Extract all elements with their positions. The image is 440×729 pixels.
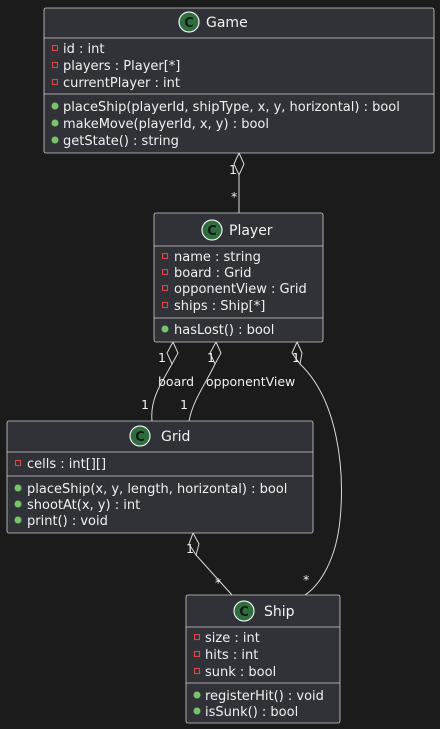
public-marker-icon — [161, 325, 169, 333]
stereotype-letter: C — [135, 430, 145, 445]
public-marker-icon — [51, 136, 59, 144]
method: registerHit() : void — [205, 689, 324, 704]
attribute: opponentView : Grid — [174, 282, 307, 297]
aggregation-diamond — [188, 531, 200, 557]
class-grid[interactable]: C Grid cells : int[][] placeShip(x, y, l… — [6, 420, 314, 534]
attribute: name : string — [174, 250, 261, 265]
mult-player-ship-to: * — [303, 572, 309, 587]
role-opponentview: opponentView — [206, 374, 295, 389]
method: makeMove(playerId, x, y) : bool — [63, 117, 269, 132]
class-player[interactable]: C Player name : string board : Grid oppo… — [153, 212, 324, 343]
attribute: board : Grid — [174, 266, 251, 281]
public-marker-icon — [14, 516, 22, 524]
class-name: Ship — [264, 604, 295, 620]
mult-grid-ship-from: 1 — [186, 541, 194, 556]
method: placeShip(playerId, shipType, x, y, hori… — [63, 100, 400, 115]
relation-player-grid-board: 1 1 board — [141, 340, 194, 422]
attribute: currentPlayer : int — [63, 76, 180, 91]
class-name: Grid — [161, 429, 190, 445]
mult-player-ship-from: 1 — [292, 350, 300, 365]
role-board: board — [158, 374, 194, 389]
private-marker-icon — [14, 459, 22, 467]
method: hasLost() : bool — [174, 323, 274, 338]
method: print() : void — [27, 514, 108, 529]
stereotype-letter: C — [184, 16, 194, 31]
private-marker-icon — [51, 78, 59, 86]
aggregation-diamond — [233, 151, 245, 177]
mult-player-grid-opponentview-to: 1 — [180, 397, 188, 412]
relations: 1 * 1 1 board 1 1 opponentView 1 * — [141, 151, 342, 596]
public-marker-icon — [14, 484, 22, 492]
aggregation-diamond — [291, 340, 303, 366]
class-stereotype-icon — [201, 219, 223, 241]
public-marker-icon — [51, 119, 59, 127]
relation-game-player: 1 * — [229, 151, 245, 213]
attribute: ships : Ship[*] — [174, 299, 265, 314]
public-marker-icon — [193, 691, 201, 699]
public-marker-icon — [193, 707, 201, 715]
attribute: id : int — [63, 42, 104, 57]
class-game[interactable]: C Game id : int players : Player[*] curr… — [43, 7, 435, 154]
relation-player-grid-opponentview: 1 1 opponentView — [180, 340, 295, 422]
public-marker-icon — [51, 102, 59, 110]
private-marker-icon — [161, 252, 169, 260]
private-marker-icon — [51, 61, 59, 69]
private-marker-icon — [193, 650, 201, 658]
private-marker-icon — [161, 268, 169, 276]
mult-player-grid-opponentview-from: 1 — [207, 350, 215, 365]
class-stereotype-icon — [233, 600, 255, 622]
attribute: players : Player[*] — [63, 59, 180, 74]
attribute: size : int — [205, 631, 260, 646]
method: shootAt(x, y) : int — [27, 498, 140, 513]
private-marker-icon — [51, 44, 59, 52]
private-marker-icon — [161, 284, 169, 292]
relation-player-ship: 1 * — [291, 340, 342, 596]
mult-game-player-from: 1 — [229, 162, 237, 177]
private-marker-icon — [161, 301, 169, 309]
private-marker-icon — [193, 667, 201, 675]
stereotype-letter: C — [239, 605, 249, 620]
class-name: Player — [229, 223, 273, 239]
class-stereotype-icon — [129, 425, 151, 447]
attribute: sunk : bool — [205, 665, 276, 680]
class-name: Game — [206, 15, 248, 31]
mult-grid-ship-to: * — [215, 575, 221, 590]
aggregation-diamond — [209, 340, 222, 366]
public-marker-icon — [14, 500, 22, 508]
class-ship[interactable]: C Ship size : int hits : int sunk : bool… — [185, 594, 341, 724]
mult-player-grid-board-to: 1 — [141, 397, 149, 412]
attribute: cells : int[][] — [27, 457, 106, 472]
stereotype-letter: C — [207, 224, 217, 239]
aggregation-diamond — [166, 340, 179, 366]
method: getState() : string — [63, 134, 179, 149]
mult-game-player-to: * — [231, 189, 237, 204]
mult-player-grid-board-from: 1 — [158, 350, 166, 365]
private-marker-icon — [193, 633, 201, 641]
relation-grid-ship: 1 * — [186, 531, 233, 596]
method: placeShip(x, y, length, horizontal) : bo… — [27, 482, 287, 497]
method: isSunk() : bool — [205, 705, 298, 720]
attribute: hits : int — [205, 648, 258, 663]
class-stereotype-icon — [178, 11, 200, 33]
